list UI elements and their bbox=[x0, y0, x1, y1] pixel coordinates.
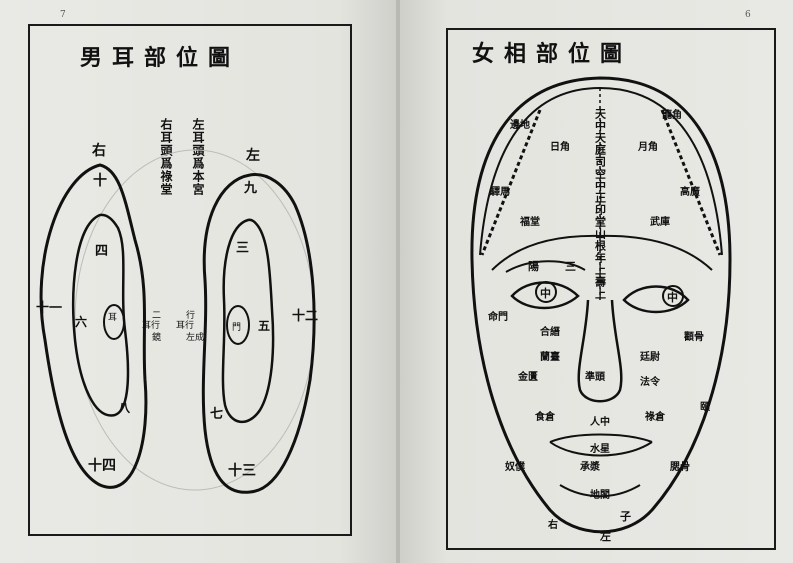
book-gutter bbox=[396, 0, 402, 563]
label-zuo: 左 bbox=[245, 147, 260, 164]
face-label: 奴僕 bbox=[504, 460, 526, 473]
face-label: 福堂 bbox=[519, 215, 540, 228]
right-page-frame bbox=[446, 28, 776, 550]
face-label: 地閣 bbox=[590, 488, 610, 501]
face-label: 頤 bbox=[700, 401, 711, 413]
face-label: 驛馬 bbox=[490, 186, 510, 198]
face-diagram: 天中天庭司空中正印堂山根年上壽上 中 中 陽 三 邊地 日角 月角 龍角 驛馬 … bbox=[470, 76, 732, 543]
face-label: 子 bbox=[620, 510, 631, 523]
face-label: 人中 bbox=[590, 415, 610, 428]
face-label: 月角 bbox=[637, 140, 658, 153]
yin-label: 三 bbox=[565, 260, 576, 273]
face-label: 廷尉 bbox=[639, 350, 660, 363]
label-san: 三 bbox=[236, 241, 249, 256]
label-shier: 十二 bbox=[292, 308, 318, 324]
left-brow bbox=[505, 260, 586, 273]
yang-label: 陽 bbox=[528, 259, 539, 273]
ear-diagram: 右 左 十 九 四 三 六 五 十一 十二 八 七 十四 十三 耳 門 耳行 耳… bbox=[36, 142, 318, 494]
label-side-r-b: 鏡 bbox=[152, 331, 161, 343]
label-jiu: 九 bbox=[243, 181, 257, 196]
label-you: 右 bbox=[91, 142, 106, 159]
right-eye-iris bbox=[662, 285, 684, 307]
face-label: 日角 bbox=[550, 140, 570, 153]
eye-label-right: 中 bbox=[667, 290, 678, 304]
caption-left-ear: 左耳頭爲本宮 bbox=[191, 118, 205, 196]
face-label: 顴骨 bbox=[684, 330, 704, 343]
label-shisan: 十三 bbox=[228, 462, 256, 479]
label-shi: 十 bbox=[93, 172, 107, 189]
caption-right-ear: 右耳頭爲祿堂 bbox=[159, 118, 173, 196]
left-page-frame bbox=[28, 24, 352, 536]
face-label: 準頭 bbox=[585, 370, 606, 383]
right-ear-outer bbox=[39, 163, 148, 489]
label-qi: 七 bbox=[210, 407, 223, 422]
right-page: 6 女相部位圖 天中天庭司空中 bbox=[400, 0, 793, 563]
face-label: 命門 bbox=[487, 310, 508, 323]
right-ear-canal bbox=[103, 304, 125, 340]
face-label: 金匱 bbox=[517, 370, 538, 383]
face-label: 左 bbox=[599, 529, 611, 543]
label-shiyi: 十一 bbox=[36, 300, 62, 316]
label-ba: 八 bbox=[117, 401, 131, 415]
chin-curve bbox=[559, 484, 641, 498]
face-label: 高廣 bbox=[680, 185, 700, 198]
label-shisi: 十四 bbox=[88, 457, 116, 474]
left-ear-outer bbox=[201, 173, 316, 494]
band-right bbox=[660, 109, 722, 256]
center-column-text: 天中天庭司空中正印堂山根年上壽上 bbox=[594, 108, 607, 300]
label-inner-1: 耳 bbox=[108, 312, 117, 323]
face-label: 腮骨 bbox=[670, 461, 690, 473]
label-side-l-b: 左成 bbox=[186, 331, 204, 343]
label-side-r-a: 二 bbox=[152, 311, 161, 321]
left-page-title: 男耳部位圖 bbox=[80, 45, 241, 71]
face-label: 武庫 bbox=[650, 215, 670, 228]
face-label: 龍角 bbox=[662, 108, 682, 121]
label-er-xing-1: 耳行 bbox=[142, 319, 160, 331]
face-label: 邊地 bbox=[510, 118, 530, 131]
right-ear-inner bbox=[72, 213, 130, 417]
page-number-right: 6 bbox=[745, 10, 751, 20]
face-label: 食倉 bbox=[534, 410, 556, 423]
left-ear-inner bbox=[221, 218, 275, 423]
face-label: 合縉 bbox=[539, 325, 560, 338]
left-eye bbox=[510, 281, 580, 310]
label-side-l-a: 行 bbox=[186, 309, 195, 321]
band-left bbox=[480, 109, 542, 256]
face-outline bbox=[470, 76, 732, 534]
face-label: 水星 bbox=[589, 442, 610, 455]
label-liu: 六 bbox=[75, 314, 87, 329]
nose bbox=[577, 299, 623, 403]
mouth-upper bbox=[549, 433, 653, 443]
face-label: 右 bbox=[547, 518, 558, 531]
right-page-title: 女相部位圖 bbox=[472, 41, 633, 67]
face-label: 法令 bbox=[640, 375, 661, 388]
face-label: 蘭臺 bbox=[540, 350, 560, 363]
label-inner-2: 門 bbox=[232, 322, 241, 333]
left-eye-iris bbox=[535, 281, 557, 303]
label-si: 四 bbox=[95, 244, 108, 259]
eye-label-left: 中 bbox=[540, 286, 551, 300]
face-label: 祿倉 bbox=[644, 410, 666, 423]
left-ear-canal bbox=[226, 305, 250, 345]
label-wu: 五 bbox=[258, 319, 270, 333]
face-label: 承漿 bbox=[580, 460, 601, 473]
label-er-xing-2: 耳行 bbox=[176, 319, 194, 331]
left-page: 7 男耳部位圖 左耳頭爲本宮 右耳頭爲祿堂 右 左 十 九 四 三 六 五 十一 bbox=[0, 0, 398, 563]
mouth-lower bbox=[549, 441, 653, 457]
right-eye bbox=[622, 285, 690, 314]
page-number-left: 7 bbox=[60, 10, 66, 20]
forehead-line bbox=[491, 234, 713, 271]
